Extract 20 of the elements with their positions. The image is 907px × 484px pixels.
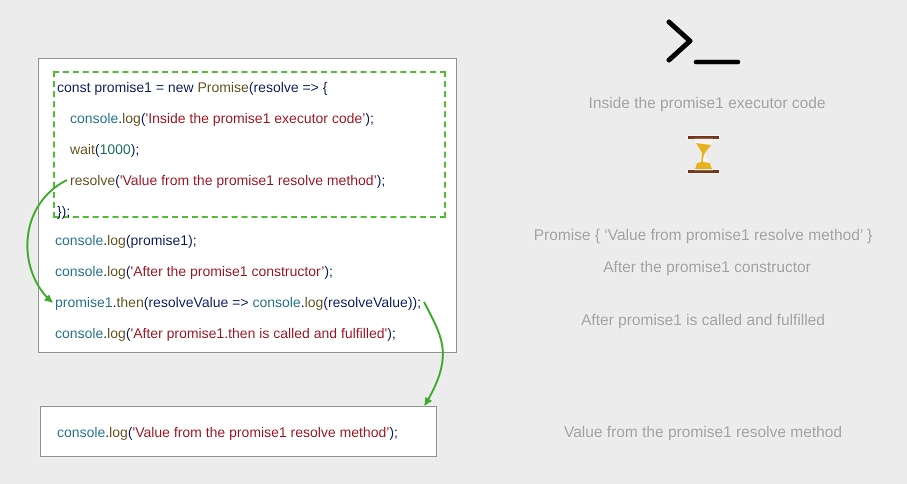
code-line: console.log('After the promise1 constructor’); <box>55 262 333 280</box>
dashed-code-box <box>53 71 446 218</box>
code-line: wait(1000); <box>70 140 140 158</box>
arrow <box>423 302 444 406</box>
code-line: console.log(promise1); <box>55 231 197 249</box>
code-line: }); <box>57 202 70 220</box>
console-output-text: After promise1 is called and fulfilled <box>581 311 825 331</box>
console-output-text: Value from the promise1 resolve method <box>564 423 842 443</box>
console-output-text: Promise { ‘Value from promise1 resolve method’ } <box>534 226 872 246</box>
code-box <box>40 406 437 457</box>
code-line: resolve('Value from the promise1 resolve method’); <box>70 171 386 189</box>
code-line: const promise1 = new Promise(resolve => { <box>57 78 328 96</box>
code-line: promise1.then(resolveValue => console.log(resolveValue)); <box>55 293 422 311</box>
code-line: console.log('After promise1.then is called and fulfilled'); <box>55 324 396 342</box>
console-output-text: Inside the promise1 executor code <box>588 94 826 114</box>
code-line: console.log('Value from the promise1 resolve method’); <box>57 422 398 440</box>
code-box <box>38 58 457 353</box>
arrow <box>26 179 68 303</box>
code-line: console.log('Inside the promise1 executor code’); <box>70 109 374 127</box>
console-output-text: After the promise1 constructor <box>603 258 811 278</box>
